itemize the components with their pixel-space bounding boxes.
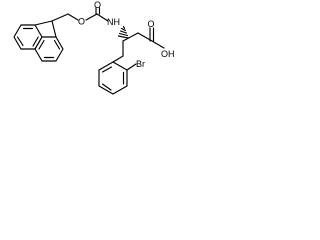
atom-nh: NH (107, 17, 120, 27)
atom-oh-acid: OH (161, 49, 175, 59)
bond-c9-ch2 (51, 13, 69, 22)
bond-o-ester-carbonyl (85, 13, 98, 21)
fluorene-left-ring (13, 24, 43, 50)
bond-ch2-o-ester (67, 13, 79, 21)
fluorene-bridge (34, 20, 57, 38)
atom-o-acid: O (148, 19, 155, 29)
bond-carbonyl-nh (96, 13, 109, 22)
fluorene-right-ring (34, 36, 64, 62)
atom-br: Br (136, 59, 145, 69)
bond-c-alpha-ch2 (122, 32, 139, 42)
atom-o-ester: O (78, 17, 85, 27)
stereo-hash-bond (117, 25, 130, 39)
bond-benzyl-ring (112, 55, 124, 63)
atom-o-carbamate: O (94, 0, 101, 10)
molecule-structure: O O NH O OH Br (13, 0, 175, 95)
bond-ring-br (126, 63, 137, 71)
bromophenyl-ring (98, 61, 128, 95)
bond-acid-oh (151, 40, 165, 49)
